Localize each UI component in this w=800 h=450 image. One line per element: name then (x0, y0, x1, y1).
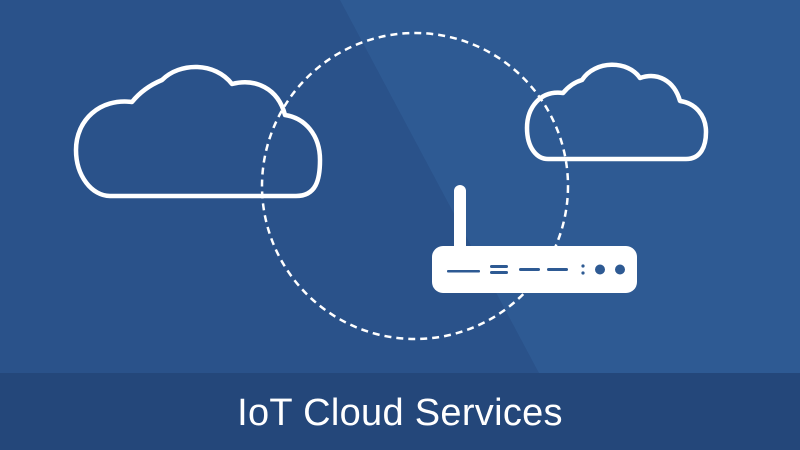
router-port-4 (547, 268, 568, 271)
left-cloud-icon (73, 64, 323, 199)
caption-title: IoT Cloud Services (237, 391, 563, 434)
router-button-2 (615, 264, 625, 275)
router-port-3 (519, 268, 540, 271)
caption-bar: IoT Cloud Services (0, 373, 800, 450)
right-cloud-icon (524, 62, 709, 162)
router-port-2 (490, 271, 508, 274)
router-port-1 (490, 265, 508, 268)
connection-dashed-circle (260, 31, 570, 341)
router-button-1 (595, 264, 605, 275)
router-antenna (454, 185, 466, 253)
router-icon (432, 185, 637, 293)
router-slot-line (447, 270, 480, 273)
router-led-1 (581, 264, 585, 268)
router-led-2 (581, 271, 585, 275)
